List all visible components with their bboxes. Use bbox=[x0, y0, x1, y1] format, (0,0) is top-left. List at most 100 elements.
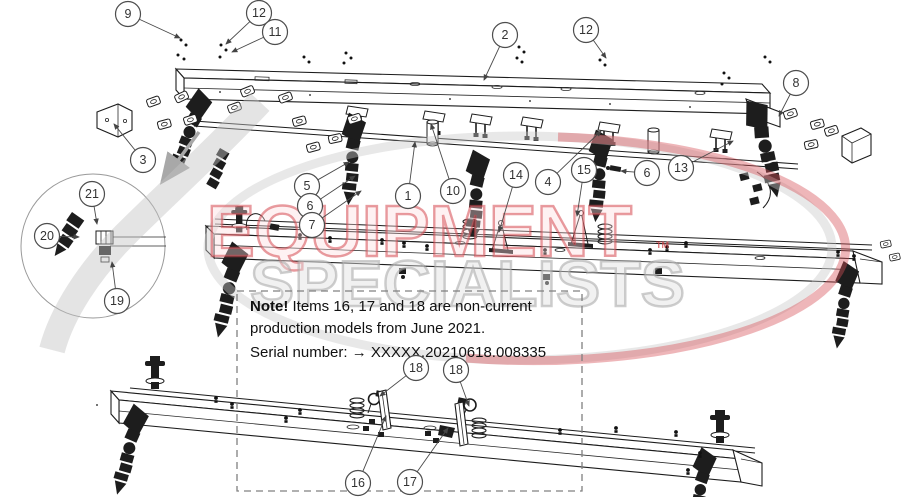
fitting-chain bbox=[739, 172, 763, 206]
callout-circle bbox=[245, 0, 273, 27]
callout-number: 19 bbox=[110, 294, 124, 308]
top-boom-assembly bbox=[96, 38, 872, 244]
callout-4: 4 bbox=[534, 130, 602, 196]
callout-circle bbox=[782, 69, 810, 97]
watermark-swoosh bbox=[39, 93, 270, 354]
callout-2: 2 bbox=[483, 21, 519, 81]
screw-dots bbox=[176, 38, 772, 86]
callout-circle bbox=[534, 168, 562, 196]
bottom-beam bbox=[96, 389, 763, 487]
callout-5: 5 bbox=[293, 161, 350, 200]
callout-leader-line bbox=[416, 427, 449, 473]
callout-number: 8 bbox=[793, 76, 800, 90]
callout-leader-line bbox=[592, 39, 607, 59]
callout-9: 9 bbox=[114, 0, 181, 39]
callout-number: 6 bbox=[644, 166, 651, 180]
callout-leader-line bbox=[379, 375, 407, 397]
callout-number: 5 bbox=[304, 179, 311, 193]
callout-leader-line bbox=[778, 93, 791, 117]
callout-leader-line bbox=[575, 182, 583, 217]
callout-leader-line bbox=[483, 46, 501, 81]
callout-number: 15 bbox=[577, 163, 591, 177]
callout-number: 18 bbox=[449, 363, 463, 377]
callout-circle bbox=[402, 354, 430, 382]
callout-number: 13 bbox=[674, 161, 688, 175]
callout-leader-line bbox=[59, 234, 80, 240]
callout-leader-line bbox=[459, 381, 470, 407]
callout-number: 12 bbox=[252, 6, 266, 20]
callout-20: 20 bbox=[33, 222, 80, 250]
detail-pointer-arrow bbox=[159, 130, 201, 185]
callout-3: 3 bbox=[113, 123, 157, 174]
callout-circle bbox=[344, 469, 372, 497]
callout-7: 7 bbox=[298, 190, 362, 239]
callout-number: 4 bbox=[545, 175, 552, 189]
callout-1: 1 bbox=[394, 141, 422, 210]
pipe-standoff-cylinder bbox=[426, 119, 439, 147]
callout-leader-line bbox=[110, 261, 116, 289]
callout-circle bbox=[78, 180, 106, 208]
callout-circle bbox=[570, 156, 598, 184]
callout-circle bbox=[298, 211, 326, 239]
callout-circle bbox=[502, 161, 530, 189]
callout-6: 6 bbox=[296, 175, 356, 220]
callout-number: 7 bbox=[309, 218, 316, 232]
watermark-line1: EQUIPMENT bbox=[207, 192, 632, 272]
callout-leader-line bbox=[691, 140, 734, 163]
callout-leader-line bbox=[225, 21, 251, 45]
boom-valve bbox=[144, 355, 166, 390]
mount-bracket bbox=[96, 103, 133, 138]
callout-leader-line bbox=[409, 141, 417, 184]
pipe-bolt bbox=[609, 165, 622, 172]
callout-circle bbox=[129, 146, 157, 174]
callout-14: 14 bbox=[497, 161, 530, 233]
callout-leader-line bbox=[620, 168, 635, 175]
note-box: Note! Items 16, 17 and 18 are non-curren… bbox=[236, 290, 583, 492]
watermark-tm: TM bbox=[656, 240, 669, 250]
under-beam-fittings bbox=[399, 268, 662, 285]
callout-leader-line bbox=[231, 36, 264, 53]
nozzle-drop bbox=[103, 401, 152, 497]
callout-12: 12 bbox=[572, 16, 607, 59]
detail-diaphragm-cap bbox=[95, 230, 114, 263]
callout-circle bbox=[633, 159, 661, 187]
note-line-1: Note! Items 16, 17 and 18 are non-curren… bbox=[250, 298, 533, 315]
callout-number: 20 bbox=[40, 229, 54, 243]
callout-circle bbox=[394, 182, 422, 210]
callout-circle bbox=[439, 177, 467, 205]
callout-number: 17 bbox=[403, 475, 417, 489]
callout-leader-line bbox=[556, 130, 602, 174]
callout-number: 12 bbox=[579, 23, 593, 37]
callout-leader-line bbox=[139, 18, 181, 39]
end-cap-box bbox=[841, 127, 872, 164]
watermark-red-ring bbox=[465, 132, 851, 366]
watermark-line2: SPECIALISTS bbox=[250, 247, 685, 320]
callout-number: 2 bbox=[502, 28, 509, 42]
callout-leader-line bbox=[497, 186, 513, 233]
callout-number: 11 bbox=[269, 25, 282, 39]
callout-leader-line bbox=[322, 190, 362, 219]
boom-valve bbox=[709, 409, 731, 444]
callout-number: 21 bbox=[85, 187, 99, 201]
middle-beam bbox=[204, 224, 883, 285]
callout-circle bbox=[572, 16, 600, 44]
note-line-3: Serial number: → XXXXX.20210618.008335 bbox=[250, 344, 546, 361]
callout-leader-line bbox=[362, 415, 387, 472]
callout-leader-line bbox=[93, 206, 99, 225]
callout-circle bbox=[33, 222, 61, 250]
note-line-1-rest: Items 16, 17 and 18 are non-current bbox=[288, 298, 532, 315]
callout-leader-line bbox=[430, 123, 450, 180]
callout-leader-line bbox=[317, 161, 350, 181]
callout-number: 6 bbox=[307, 199, 314, 213]
callout-13: 13 bbox=[667, 140, 734, 182]
note-line-2: production models from June 2021. bbox=[250, 320, 485, 337]
callout-10: 10 bbox=[430, 123, 467, 205]
callout-12: 12 bbox=[225, 0, 273, 45]
callout-number: 10 bbox=[446, 184, 460, 198]
callout-circle bbox=[491, 21, 519, 49]
callout-18: 18 bbox=[379, 354, 430, 397]
callout-leader-line bbox=[320, 175, 356, 200]
callout-circle bbox=[442, 356, 470, 384]
